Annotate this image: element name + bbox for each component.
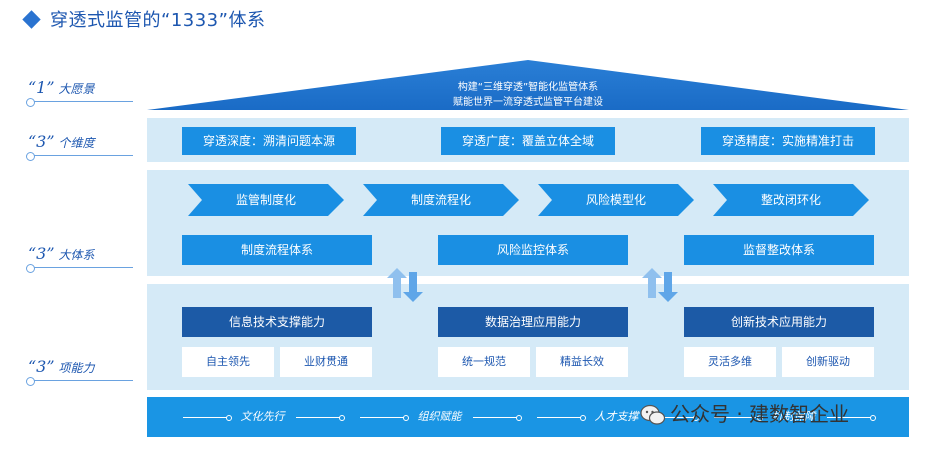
level-num: “3” [28, 357, 55, 376]
flow-step-label: 整改闭环化 [760, 193, 821, 207]
capability-sub-item: 灵活多维 [684, 347, 776, 377]
capability-box-innovation: 创新技术应用能力 [684, 307, 874, 337]
footer-item: 文化先行 [183, 397, 345, 437]
capability-sub-item: 自主领先 [182, 347, 274, 377]
system-box-risk: 风险监控体系 [438, 235, 628, 265]
level-text: 大愿景 [58, 82, 95, 96]
title-diamond-icon [22, 10, 41, 29]
capability-sub-item: 业财贯通 [280, 347, 372, 377]
flow-step-4: 整改闭环化 [713, 184, 869, 216]
footer-item-label: 组织赋能 [417, 410, 462, 423]
flow-step-label: 制度流程化 [410, 193, 471, 207]
vision-line-1: 构建“三维穿透”智能化监管体系 [457, 82, 599, 93]
footer-item-label: 文化先行 [240, 410, 285, 423]
flow-step-3: 风险模型化 [538, 184, 694, 216]
level-underline [28, 155, 133, 156]
footer-item-label: 机制保障 [771, 410, 816, 423]
dimension-box-breadth: 穿透广度：覆盖立体全域 [441, 127, 615, 155]
footer-line-icon [714, 414, 763, 421]
level-label-dimensions: “3”个维度 [26, 132, 138, 161]
footer-line-icon [360, 414, 409, 421]
level-label-vision: “1”大愿景 [26, 78, 138, 107]
system-box-supervision: 监督整改体系 [684, 235, 874, 265]
level-dot-icon [26, 264, 35, 273]
dimension-box-depth: 穿透深度：溯清问题本源 [182, 127, 356, 155]
level-label-systems: “3”大体系 [26, 244, 138, 273]
footer-line-icon [827, 414, 876, 421]
chevron-shape [363, 184, 519, 216]
flow-step-label: 风险模型化 [585, 193, 646, 207]
footer-line-icon [183, 414, 232, 421]
level-dot-icon [26, 377, 35, 386]
footer-line-icon [537, 414, 586, 421]
level-text: 大体系 [58, 248, 95, 262]
footer-item: 机制保障 [714, 397, 876, 437]
flow-step-label: 监管制度化 [235, 193, 296, 207]
footer-item-label: 人才支撑 [594, 410, 639, 423]
wechat-icon [640, 404, 666, 425]
footer-band [147, 397, 909, 437]
level-label-capabilities: “3”项能力 [26, 357, 138, 386]
chevron-shape [188, 184, 344, 216]
level-num: “1” [28, 78, 55, 97]
level-underline [28, 380, 133, 381]
vision-line-2: 赋能世界一流穿透式监管平台建设 [453, 97, 603, 108]
capability-box-data: 数据治理应用能力 [438, 307, 628, 337]
footer-line-icon [650, 414, 699, 421]
footer-item: 人才支撑 [537, 397, 699, 437]
level-dot-icon [26, 152, 35, 161]
capability-sub-item: 创新驱动 [782, 347, 874, 377]
flow-step-2: 制度流程化 [363, 184, 519, 216]
capability-sub-item: 统一规范 [438, 347, 530, 377]
capability-sub-item: 精益长效 [536, 347, 628, 377]
level-text: 项能力 [58, 361, 95, 375]
system-box-process: 制度流程体系 [182, 235, 372, 265]
watermark-text: 公众号 · 建数智企业 [670, 402, 850, 426]
chevron-shape [713, 184, 869, 216]
level-underline [28, 267, 133, 268]
flow-step-1: 监管制度化 [188, 184, 344, 216]
level-text: 个维度 [58, 136, 95, 150]
page-title: 穿透式监管的“1333”体系 [50, 10, 266, 31]
level-num: “3” [28, 132, 55, 151]
dimension-box-precision: 穿透精度：实施精准打击 [701, 127, 875, 155]
capability-box-it: 信息技术支撑能力 [182, 307, 372, 337]
chevron-shape [538, 184, 694, 216]
level-dot-icon [26, 98, 35, 107]
up-down-arrows-icon [387, 268, 423, 302]
footer-item: 组织赋能 [360, 397, 522, 437]
level-num: “3” [28, 244, 55, 263]
level-underline [28, 101, 133, 102]
up-down-arrows-icon [642, 268, 678, 302]
vision-roof [147, 60, 909, 110]
footer-line-icon [296, 414, 345, 421]
footer-line-icon [473, 414, 522, 421]
